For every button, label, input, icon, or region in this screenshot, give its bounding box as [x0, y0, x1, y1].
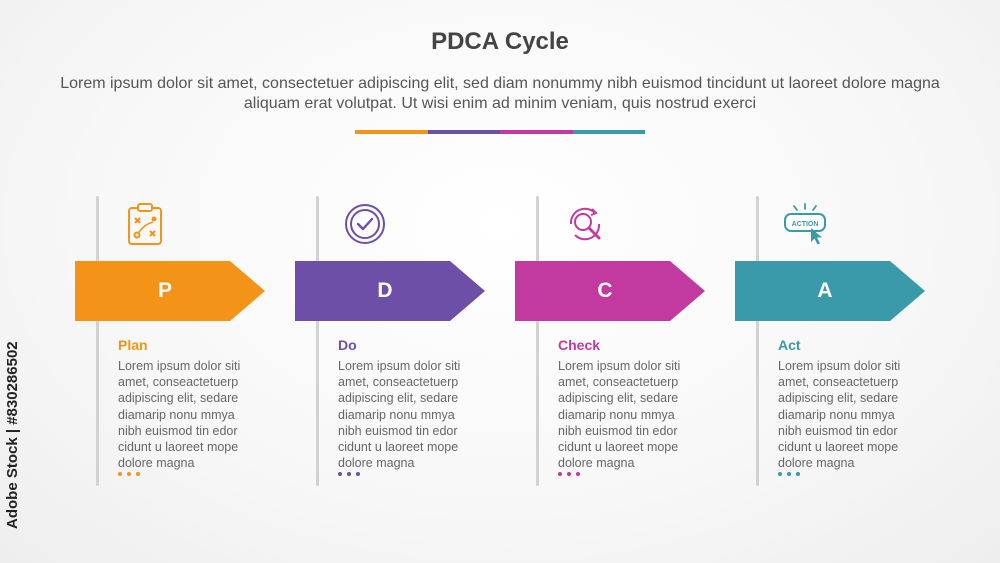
- step-letter: D: [377, 279, 393, 302]
- divider-segment-orange: [355, 130, 428, 134]
- step-plan: P Plan Lorem ipsum dolor siti amet, cons…: [75, 196, 275, 486]
- page-subtitle: Lorem ipsum dolor sit amet, consectetuer…: [60, 75, 940, 112]
- step-letter: P: [157, 279, 172, 302]
- divider-segment-teal: [572, 130, 645, 134]
- step-name: Plan: [118, 337, 148, 353]
- stock-watermark: Adobe Stock | #830286502: [4, 341, 21, 529]
- page-title: PDCA Cycle: [431, 28, 569, 55]
- color-divider: [355, 130, 645, 134]
- step-description: Lorem ipsum dolor siti amet, conseactetu…: [558, 359, 681, 471]
- magnifier-refresh-icon: [569, 207, 601, 241]
- step-divider-line: [96, 196, 99, 486]
- step-dots: [118, 472, 140, 476]
- step-description: Lorem ipsum dolor siti amet, conseactetu…: [338, 359, 461, 471]
- step-letter: A: [817, 279, 833, 302]
- step-name: Do: [338, 337, 357, 353]
- divider-segment-purple: [427, 130, 500, 134]
- step-dots: [338, 472, 360, 476]
- step-banner: [75, 261, 265, 321]
- step-name: Act: [778, 337, 801, 353]
- step-letter: C: [597, 279, 613, 302]
- step-act: ACTION A Act Lorem ipsum dolor siti amet…: [735, 196, 935, 486]
- step-do: D Do Lorem ipsum dolor siti amet, consea…: [295, 196, 495, 486]
- step-description: Lorem ipsum dolor siti amet, conseactetu…: [778, 359, 901, 471]
- check-circle-icon: [345, 204, 385, 244]
- divider-segment-magenta: [500, 130, 573, 134]
- step-name: Check: [558, 337, 601, 353]
- step-check: C Check Lorem ipsum dolor siti amet, con…: [515, 196, 715, 486]
- strategy-clipboard-icon: [128, 203, 162, 245]
- step-description: Lorem ipsum dolor siti amet, conseactetu…: [118, 359, 241, 471]
- action-button-click-icon: ACTION: [784, 203, 826, 245]
- step-dots: [558, 472, 580, 476]
- step-banner: [295, 261, 485, 321]
- step-divider-line: [536, 196, 539, 486]
- step-banner: [515, 261, 705, 321]
- step-banner: [735, 261, 925, 321]
- step-dots: [778, 472, 800, 476]
- svg-text:ACTION: ACTION: [792, 221, 819, 228]
- step-divider-line: [316, 196, 319, 486]
- step-divider-line: [756, 196, 759, 486]
